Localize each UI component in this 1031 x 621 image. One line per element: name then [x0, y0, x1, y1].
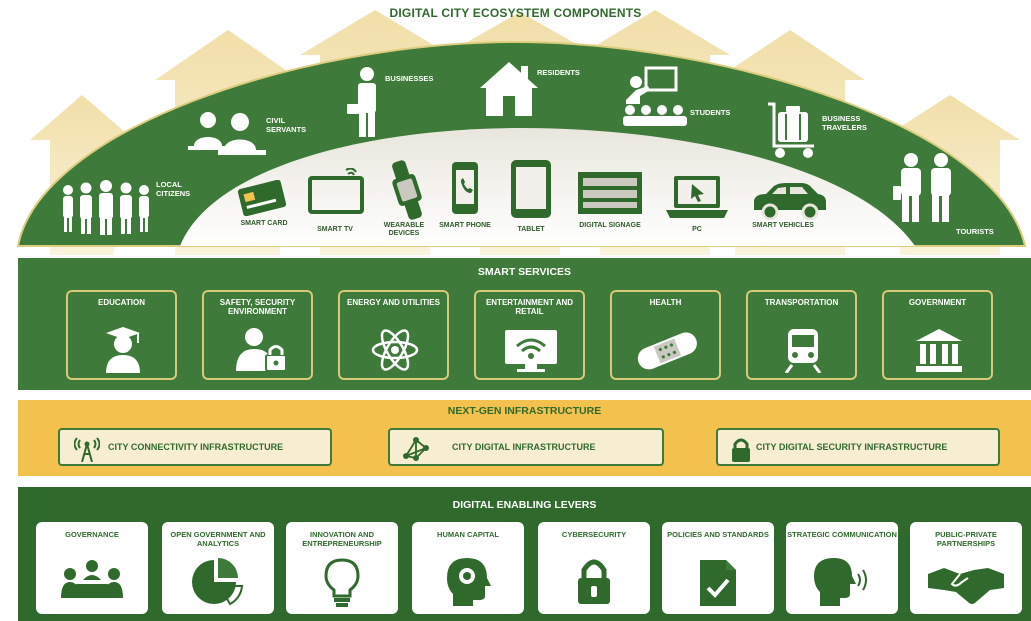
device-label: SMART CARD: [240, 220, 288, 227]
service-label: SAFETY, SECURITY ENVIRONMENT: [219, 298, 296, 316]
lever-open-government: OPEN GOVERNMENT AND ANALYTICS: [162, 522, 274, 614]
network-icon: [403, 437, 429, 461]
handshake-icon: [928, 568, 1004, 604]
atom-icon: [371, 329, 419, 371]
laptop-icon: [666, 176, 728, 218]
smartwatch-icon: [392, 160, 422, 220]
device-label: DIGITAL SIGNAGE: [579, 222, 641, 229]
service-label: ENERGY AND UTILITIES: [347, 298, 440, 307]
lever-human-capital: HUMAN CAPITAL: [412, 522, 524, 614]
user-lock-icon: [236, 328, 287, 372]
lever-label: PUBLIC-PRIVATE PARTNERSHIPS: [935, 530, 997, 548]
stakeholder-label: LOCAL CITIZENS: [156, 180, 191, 198]
lever-label: POLICIES AND STANDARDS: [667, 530, 769, 539]
service-label: EDUCATION: [98, 298, 145, 307]
infrastructure-title: NEXT-GEN INFRASTRUCTURE: [447, 405, 602, 417]
head-gear-icon: [447, 558, 491, 606]
document-check-icon: [700, 560, 736, 606]
device-label: SMART PHONE: [439, 222, 491, 229]
luggage-cart-icon: [768, 102, 814, 158]
infra-label: CITY DIGITAL INFRASTRUCTURE: [452, 442, 596, 452]
lever-governance: GOVERNANCE: [36, 522, 148, 614]
infra-label: CITY CONNECTIVITY INFRASTRUCTURE: [108, 442, 284, 452]
government-building-icon: [916, 329, 962, 372]
lever-innovation: INNOVATION AND ENTREPRENEURSHIP: [286, 522, 398, 614]
antenna-icon: [74, 437, 100, 462]
padlock-icon: [578, 559, 610, 604]
stakeholder-label: STUDENTS: [690, 108, 731, 117]
lightbulb-icon: [324, 558, 360, 607]
lever-cybersecurity: CYBERSECURITY: [538, 522, 650, 614]
service-label: HEALTH: [649, 298, 682, 307]
service-label: GOVERNMENT: [908, 298, 967, 307]
businessman-icon: [347, 67, 376, 137]
bandage-icon: [637, 332, 697, 370]
stakeholder-label: CIVIL SERVANTS: [266, 116, 307, 134]
train-icon: [784, 329, 822, 373]
service-label: TRANSPORTATION: [764, 298, 839, 307]
device-label: SMART TV: [317, 226, 353, 233]
meeting-icon: [61, 560, 123, 598]
classroom-icon: [623, 66, 687, 126]
stakeholder-label: BUSINESS TRAVELERS: [822, 114, 867, 132]
service-label: ENTERTAINMENT AND RETAIL: [485, 298, 574, 316]
house-icon: [480, 62, 538, 116]
speaking-head-icon: [814, 558, 867, 606]
service-transportation: TRANSPORTATION: [746, 290, 857, 380]
lever-label: HUMAN CAPITAL: [437, 530, 499, 539]
smartphone-icon: [452, 162, 478, 214]
stakeholder-label: BUSINESSES: [385, 74, 434, 83]
desk-workers-icon: [188, 112, 266, 155]
lever-communication: STRATEGIC COMMUNICATION: [786, 522, 898, 614]
device-label: SMART VEHICLES: [752, 222, 814, 229]
device-label: TABLET: [517, 226, 545, 233]
device-label: WEARABLE DEVICES: [383, 222, 425, 237]
service-energy: ENERGY AND UTILITIES: [338, 290, 449, 380]
tourists-icon: [893, 153, 951, 222]
service-entertainment: ENTERTAINMENT AND RETAIL: [474, 290, 585, 380]
infra-digital: CITY DIGITAL INFRASTRUCTURE: [388, 428, 664, 466]
signage-icon: [578, 172, 642, 214]
service-education: EDUCATION: [66, 290, 177, 380]
smart-tv-icon: [308, 168, 364, 214]
lever-label: GOVERNANCE: [65, 530, 119, 539]
smart-card-icon: [237, 180, 287, 216]
service-government: GOVERNMENT: [882, 290, 993, 380]
smart-services-title: SMART SERVICES: [477, 266, 572, 278]
stakeholder-label: TOURISTS: [956, 227, 994, 236]
lever-label: OPEN GOVERNMENT AND ANALYTICS: [170, 530, 266, 548]
car-icon: [754, 183, 826, 220]
lever-label: CYBERSECURITY: [561, 530, 627, 539]
stakeholder-label: RESIDENTS: [537, 68, 580, 77]
device-label: PC: [692, 226, 702, 233]
lever-partnerships: PUBLIC-PRIVATE PARTNERSHIPS: [910, 522, 1022, 614]
service-health: HEALTH: [610, 290, 721, 380]
pie-chart-icon: [192, 558, 244, 606]
group-people-icon: [63, 180, 149, 235]
lever-policies: POLICIES AND STANDARDS: [662, 522, 774, 614]
levers-title: DIGITAL ENABLING LEVERS: [452, 499, 597, 511]
infra-label: CITY DIGITAL SECURITY INFRASTRUCTURE: [756, 442, 948, 452]
padlock-icon: [732, 438, 750, 462]
wifi-monitor-icon: [505, 330, 557, 372]
tablet-icon: [511, 160, 551, 218]
service-safety: SAFETY, SECURITY ENVIRONMENT: [202, 290, 313, 380]
infra-security: CITY DIGITAL SECURITY INFRASTRUCTURE: [716, 428, 1000, 466]
graduate-icon: [106, 327, 140, 373]
lever-label: STRATEGIC COMMUNICATION: [787, 530, 897, 539]
infra-connectivity: CITY CONNECTIVITY INFRASTRUCTURE: [58, 428, 332, 466]
page-title: DIGITAL CITY ECOSYSTEM COMPONENTS: [389, 6, 642, 20]
lever-label: INNOVATION AND ENTREPRENEURSHIP: [302, 530, 382, 548]
